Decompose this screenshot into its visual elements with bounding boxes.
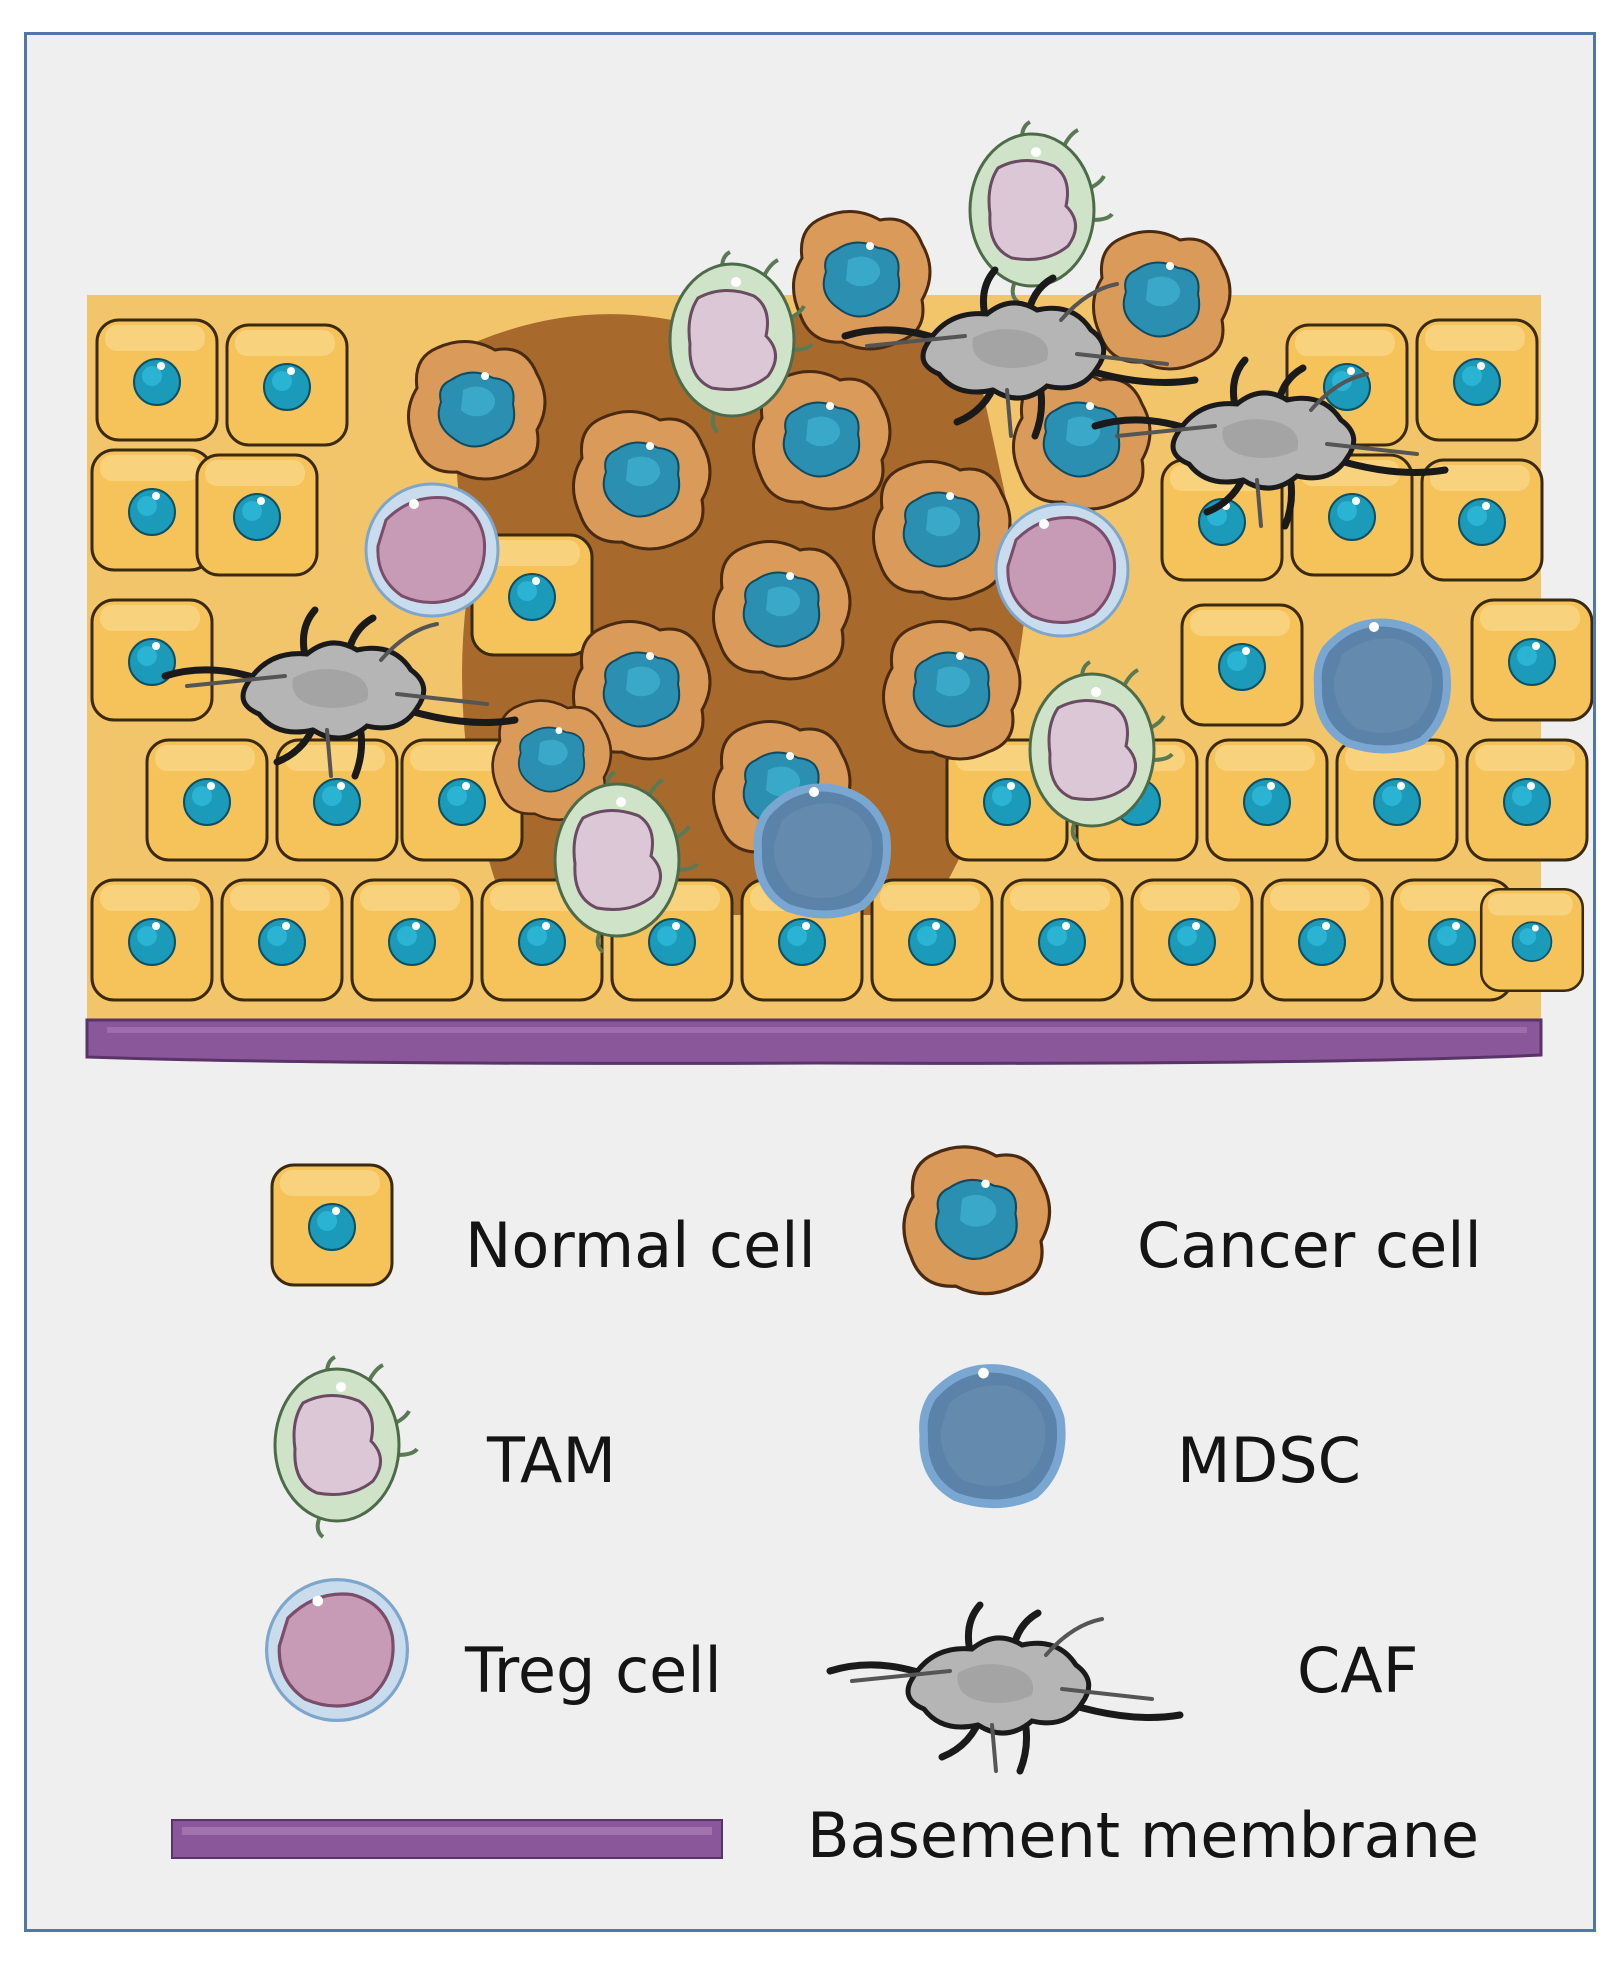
- legend-label-treg-cell: Treg cell: [465, 1634, 722, 1707]
- legend-label-tam: TAM: [487, 1424, 616, 1497]
- legend-tam-icon: [273, 1355, 419, 1539]
- legend-treg-cell-icon: [265, 1577, 409, 1723]
- legend-normal-cell-icon: [270, 1163, 394, 1287]
- legend-icons: [171, 1145, 1180, 1859]
- legend-label-normal-cell: Normal cell: [465, 1209, 816, 1282]
- legend-label-cancer-cell: Cancer cell: [1137, 1209, 1482, 1282]
- legend-label-caf: CAF: [1297, 1634, 1419, 1707]
- basement-membrane: [85, 1018, 1543, 1065]
- legend-label-mdsc: MDSC: [1177, 1424, 1361, 1497]
- legend-caf-icon: [830, 1605, 1180, 1771]
- tumor-microenvironment-diagram: [85, 120, 1593, 1859]
- legend-label-basement-membrane: Basement membrane: [807, 1799, 1480, 1872]
- diagram-frame: Normal cell Cancer cell TAM MDSC Treg ce…: [24, 32, 1596, 1932]
- legend-cancer-cell-icon: [902, 1145, 1052, 1296]
- legend-mdsc-icon: [923, 1368, 1061, 1504]
- legend-basement-membrane-icon: [171, 1819, 723, 1859]
